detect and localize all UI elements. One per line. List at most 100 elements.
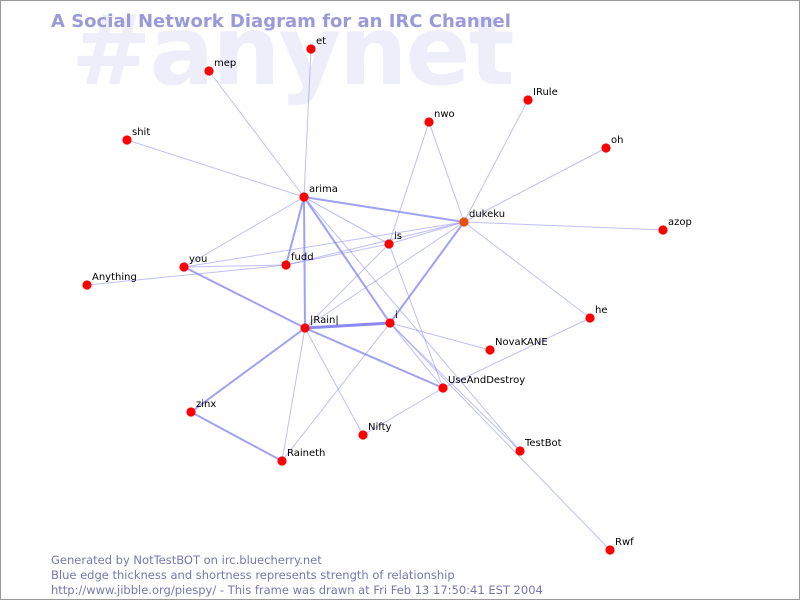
- node-label-et: et: [316, 36, 326, 47]
- node-label-IRule: IRule: [533, 87, 558, 98]
- node-label-arima: arima: [309, 184, 338, 195]
- node-dot-zinx: [186, 407, 196, 417]
- node-dot-nwo: [424, 117, 434, 127]
- edge-Rain-Raineth: [281, 327, 306, 462]
- node-label-NovaKANE: NovaKANE: [495, 337, 548, 348]
- node-label-Nifty: Nifty: [368, 422, 392, 433]
- edge-arima-dukeku: [303, 196, 465, 223]
- node-is: is: [384, 231, 402, 249]
- node-label-azop: azop: [668, 217, 692, 228]
- node-dot-dukeku: [459, 217, 469, 227]
- node-Anything: Anything: [82, 272, 137, 290]
- edge-i-UseAndDestroy: [389, 322, 444, 389]
- edge-dukeku-you: [183, 221, 465, 268]
- node-dot-TestBot: [515, 446, 525, 456]
- diagram-title: A Social Network Diagram for an IRC Chan…: [51, 11, 511, 32]
- node-i: i: [385, 310, 398, 328]
- node-dot-i: [385, 318, 395, 328]
- edge-arima-fudd: [285, 196, 305, 266]
- node-dot-et: [306, 44, 316, 54]
- edge-arima-you: [183, 196, 305, 268]
- node-zinx: zinx: [186, 399, 216, 417]
- node-NovaKANE: NovaKANE: [485, 337, 548, 355]
- edge-dukeku-oh: [463, 147, 607, 223]
- edge-dukeku-is: [388, 221, 465, 245]
- node-azop: azop: [658, 217, 692, 235]
- edge-is-Rain: [304, 243, 390, 329]
- edge-is-fudd: [285, 243, 390, 266]
- node-Raineth: Raineth: [277, 448, 325, 466]
- edge-fudd-you: [183, 264, 287, 268]
- node-dot-Rain: [300, 323, 310, 333]
- edge-arima-et: [303, 48, 312, 198]
- edge-Rain-i: [304, 321, 391, 330]
- node-he: he: [585, 305, 608, 323]
- node-shit: shit: [122, 127, 150, 145]
- edge-i-TestBot: [389, 322, 521, 452]
- footer-generated-by: Generated by NotTestBOT on irc.bluecherr…: [51, 553, 322, 567]
- edge-Rain-UseAndDestroy: [304, 327, 444, 389]
- edge-fudd-Anything: [86, 264, 287, 286]
- node-Nifty: Nifty: [358, 422, 392, 440]
- node-label-he: he: [595, 305, 608, 316]
- edge-dukeku-Rain: [304, 221, 465, 329]
- node-oh: oh: [601, 135, 623, 153]
- node-UseAndDestroy: UseAndDestroy: [438, 375, 525, 393]
- node-dot-UseAndDestroy: [438, 383, 448, 393]
- node-dot-mep: [204, 66, 214, 76]
- node-dukeku: dukeku: [459, 209, 505, 227]
- node-label-Rwf: Rwf: [615, 537, 634, 548]
- edge-UseAndDestroy-Nifty: [362, 387, 444, 436]
- edge-arima-TestBot: [303, 196, 521, 452]
- node-label-zinx: zinx: [196, 399, 216, 410]
- edge-i-NovaKANE: [389, 322, 491, 351]
- edge-dukeku-i: [389, 221, 465, 324]
- node-dot-azop: [658, 225, 668, 235]
- edge-arima-shit: [126, 139, 305, 198]
- node-mep: mep: [204, 58, 236, 76]
- edge-dukeku-IRule: [463, 99, 529, 223]
- edge-i-Raineth: [281, 322, 391, 462]
- footer-legend-note: Blue edge thickness and shortness repres…: [51, 568, 455, 582]
- node-label-i: i: [395, 310, 398, 321]
- edge-zinx-Raineth: [190, 411, 283, 462]
- node-dot-IRule: [523, 95, 533, 105]
- edge-Rain-Nifty: [304, 327, 364, 436]
- edge-Rain-zinx: [190, 327, 306, 413]
- node-dot-Raineth: [277, 456, 287, 466]
- node-et: et: [306, 36, 326, 54]
- node-dot-he: [585, 313, 595, 323]
- node-label-dukeku: dukeku: [469, 209, 505, 220]
- node-dot-shit: [122, 135, 132, 145]
- node-label-UseAndDestroy: UseAndDestroy: [448, 375, 525, 386]
- node-label-you: you: [189, 254, 207, 265]
- edge-dukeku-fudd: [285, 221, 465, 266]
- node-label-shit: shit: [132, 127, 150, 138]
- edge-arima-Rain: [303, 196, 306, 329]
- edge-i-Rwf: [389, 322, 611, 551]
- node-fudd: fudd: [281, 252, 314, 270]
- node-label-Rain: |Rain|: [310, 315, 339, 326]
- node-arima: arima: [299, 184, 338, 202]
- edge-nwo-is: [388, 121, 430, 245]
- node-label-Anything: Anything: [92, 272, 137, 283]
- edge-is-UseAndDestroy: [388, 243, 444, 389]
- edge-arima-i: [303, 196, 391, 324]
- edges-layer: [86, 48, 664, 551]
- footer-source-timestamp: http://www.jibble.org/piespy/ - This fra…: [51, 583, 543, 597]
- node-TestBot: TestBot: [515, 438, 562, 456]
- node-dot-arima: [299, 192, 309, 202]
- node-label-mep: mep: [214, 58, 236, 69]
- node-label-TestBot: TestBot: [524, 438, 562, 449]
- node-dot-oh: [601, 143, 611, 153]
- footer: Generated by NotTestBOT on irc.bluecherr…: [51, 553, 543, 598]
- node-IRule: IRule: [523, 87, 558, 105]
- edge-dukeku-nwo: [428, 121, 465, 223]
- node-label-is: is: [394, 231, 402, 242]
- node-you: you: [179, 254, 207, 272]
- node-dot-Rwf: [605, 545, 615, 555]
- node-label-nwo: nwo: [434, 109, 455, 120]
- node-Rwf: Rwf: [605, 537, 634, 555]
